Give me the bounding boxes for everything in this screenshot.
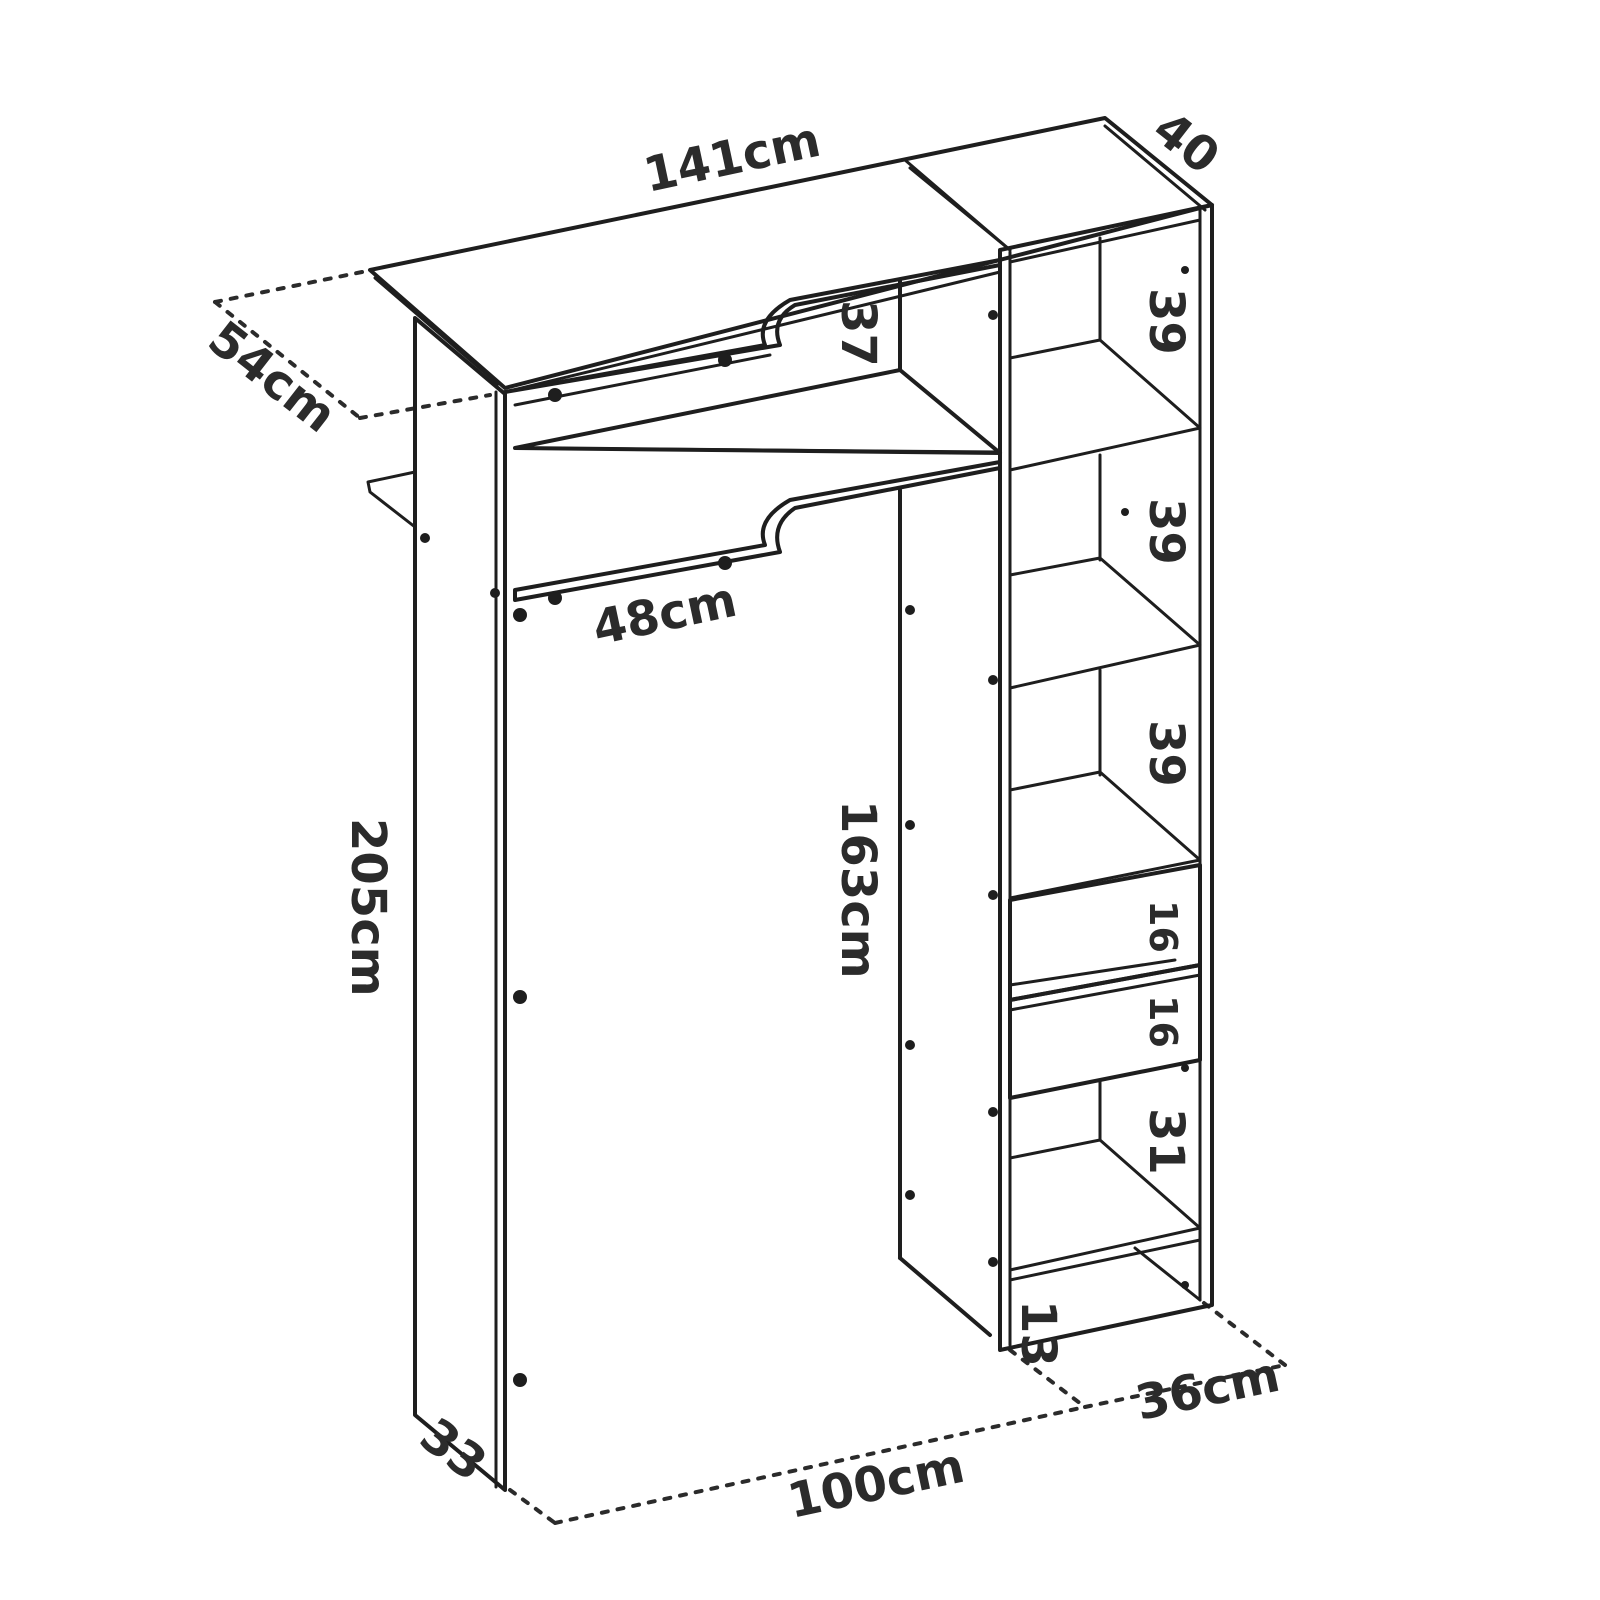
plinth-label: 13 xyxy=(1010,1300,1066,1367)
tower-top-depth-label: 40 xyxy=(1143,100,1230,185)
hanging-height-label: 163cm xyxy=(830,800,886,979)
upper-hat-shelf xyxy=(503,258,1002,407)
dimension-labels: 141cm 54cm 40 205cm 163cm 48cm 37 100cm … xyxy=(198,100,1285,1529)
compartment-1-label: 39 xyxy=(1138,288,1194,355)
compartment-2-label: 39 xyxy=(1138,498,1194,565)
top-depth-dim-line-2 xyxy=(213,300,362,420)
top-depth-label: 54cm xyxy=(198,310,347,444)
bottom-width-dim-line xyxy=(508,1488,557,1525)
tower-depth-dim-line-2 xyxy=(1083,1363,1287,1409)
tower-depth-dim-line xyxy=(1008,1348,1087,1409)
total-width-label: 141cm xyxy=(639,112,825,204)
compartment-4-label: 16 xyxy=(1141,900,1185,953)
tower-depth-label: 36cm xyxy=(1131,1347,1285,1432)
height-label: 205cm xyxy=(340,818,396,997)
shelving-tower xyxy=(988,203,1214,1352)
dimension-lines xyxy=(213,270,1287,1525)
bottom-width-dim-line-2 xyxy=(553,1405,1087,1525)
top-depth-dim-line-3 xyxy=(358,393,492,420)
upper-shelf-gap-label: 37 xyxy=(830,300,886,367)
top-depth-dim-line xyxy=(213,270,364,304)
compartment-3-label: 39 xyxy=(1138,720,1194,787)
bottom-width-label: 100cm xyxy=(783,1438,969,1530)
left-side-panel xyxy=(366,116,1214,1492)
compartment-6-label: 31 xyxy=(1138,1108,1194,1175)
tower-depth-dim-line-3 xyxy=(1198,1298,1287,1367)
compartment-5-label: 16 xyxy=(1141,995,1185,1048)
center-divider-panel xyxy=(513,278,1002,1337)
drawer-lower xyxy=(1008,963,1202,1100)
